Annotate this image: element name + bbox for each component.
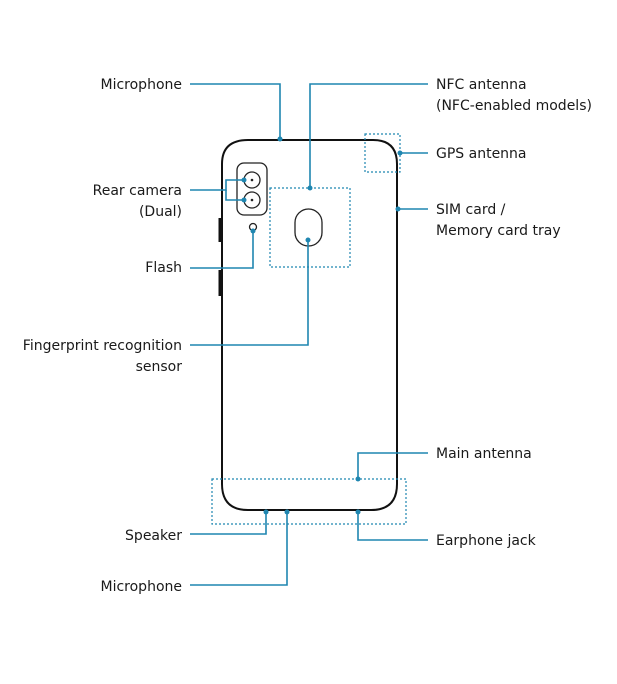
side-button-upper (218, 218, 222, 242)
label-microphone-top: Microphone (101, 77, 183, 93)
label-sim-tray: SIM card / (436, 202, 506, 218)
main-antenna-area (211, 478, 407, 525)
label-sim-tray-sub: Memory card tray (436, 223, 561, 239)
dot-fingerprint (305, 237, 311, 243)
leader-speaker (190, 512, 267, 535)
dot-earphone-jack (355, 509, 361, 515)
camera-lens-top-center (250, 178, 254, 182)
label-microphone-bottom: Microphone (101, 579, 183, 595)
dot-nfc-antenna (307, 185, 313, 191)
label-rear-camera-sub: (Dual) (139, 204, 182, 220)
label-main-antenna: Main antenna (436, 446, 532, 462)
phone-body-outline (221, 139, 398, 511)
label-rear-camera: Rear camera (93, 183, 182, 199)
dot-speaker (263, 509, 269, 515)
dot-flash (250, 228, 256, 234)
side-button-lower (218, 270, 222, 296)
label-earphone-jack: Earphone jack (436, 533, 537, 549)
dot-rear-camera-top (241, 177, 247, 183)
leader-rear-camera (190, 179, 244, 191)
label-gps-antenna: GPS antenna (436, 146, 527, 162)
label-fingerprint: Fingerprint recognition (23, 338, 182, 354)
label-nfc-antenna-sub: (NFC-enabled models) (436, 98, 592, 114)
leader-earphone-jack (357, 512, 428, 541)
label-flash: Flash (145, 260, 182, 276)
leader-nfc-antenna (309, 83, 428, 188)
label-speaker: Speaker (125, 528, 182, 544)
camera-module (236, 162, 268, 216)
dot-gps-antenna (397, 150, 403, 156)
dot-microphone-bottom (284, 509, 290, 515)
dot-sim-tray (395, 206, 401, 212)
dot-rear-camera-bottom (241, 197, 247, 203)
label-nfc-antenna: NFC antenna (436, 77, 527, 93)
label-fingerprint-sub: sensor (136, 359, 183, 375)
leader-rear-camera-branch (225, 190, 244, 201)
leader-microphone-bottom (190, 512, 288, 586)
leader-main-antenna (357, 452, 428, 479)
leader-microphone-top (190, 83, 281, 139)
camera-lens-bottom-center (250, 198, 254, 202)
dot-microphone-top (277, 136, 283, 142)
dot-main-antenna (355, 476, 361, 482)
leader-flash (190, 231, 254, 269)
leader-fingerprint (190, 240, 309, 346)
